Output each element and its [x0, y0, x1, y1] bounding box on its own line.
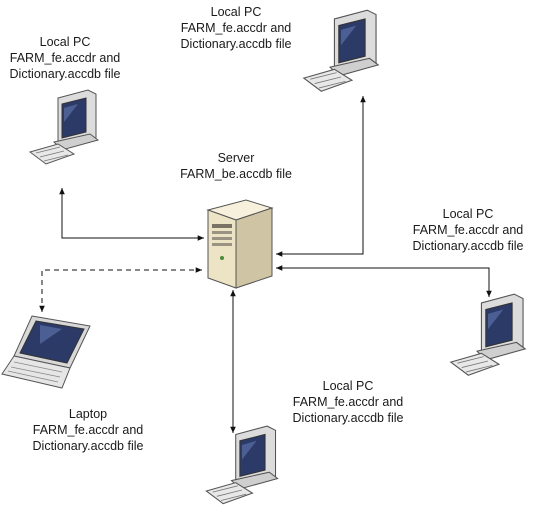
desktop-pc-icon [28, 89, 100, 165]
pc-title: Local PC [210, 5, 262, 19]
pc-file-line2: Dictionary.accdb file [180, 37, 292, 51]
server-file: FARM_be.accdb file [180, 167, 292, 181]
pc-file-line2: Dictionary.accdb file [292, 411, 404, 425]
pc-file-line1: FARM_fe.accdr and [180, 21, 292, 35]
link-pc-top-middle [276, 96, 366, 257]
laptop-file-line2: Dictionary.accdb file [32, 439, 144, 453]
laptop-label: Laptop FARM_fe.accdr and Dictionary.accd… [18, 406, 158, 454]
desktop-pc-icon [302, 9, 380, 92]
pc-title: Local PC [442, 207, 494, 221]
link-pc-right [276, 265, 492, 297]
pc-file-line2: Dictionary.accdb file [412, 239, 524, 253]
server-title: Server [217, 151, 255, 165]
pc-bottom-label: Local PC FARM_fe.accdr and Dictionary.ac… [278, 378, 418, 426]
laptop-icon [1, 315, 91, 389]
pc-file-line1: FARM_fe.accdr and [9, 51, 121, 65]
laptop-file-line1: FARM_fe.accdr and [32, 423, 144, 437]
pc-title: Local PC [39, 35, 91, 49]
pc-top-middle-label: Local PC FARM_fe.accdr and Dictionary.ac… [166, 4, 306, 52]
desktop-pc-icon [449, 293, 527, 376]
pc-right-label: Local PC FARM_fe.accdr and Dictionary.ac… [398, 206, 538, 254]
link-laptop [39, 267, 202, 312]
laptop-title: Laptop [68, 407, 108, 421]
link-pc-top-left [59, 188, 204, 241]
server-icon [206, 199, 274, 289]
server-label: Server FARM_be.accdb file [176, 150, 296, 182]
pc-file-line1: FARM_fe.accdr and [292, 395, 404, 409]
desktop-pc-icon [205, 425, 279, 505]
pc-title: Local PC [322, 379, 374, 393]
pc-file-line1: FARM_fe.accdr and [412, 223, 524, 237]
pc-top-left-label: Local PC FARM_fe.accdr and Dictionary.ac… [0, 34, 130, 82]
pc-file-line2: Dictionary.accdb file [9, 67, 121, 81]
